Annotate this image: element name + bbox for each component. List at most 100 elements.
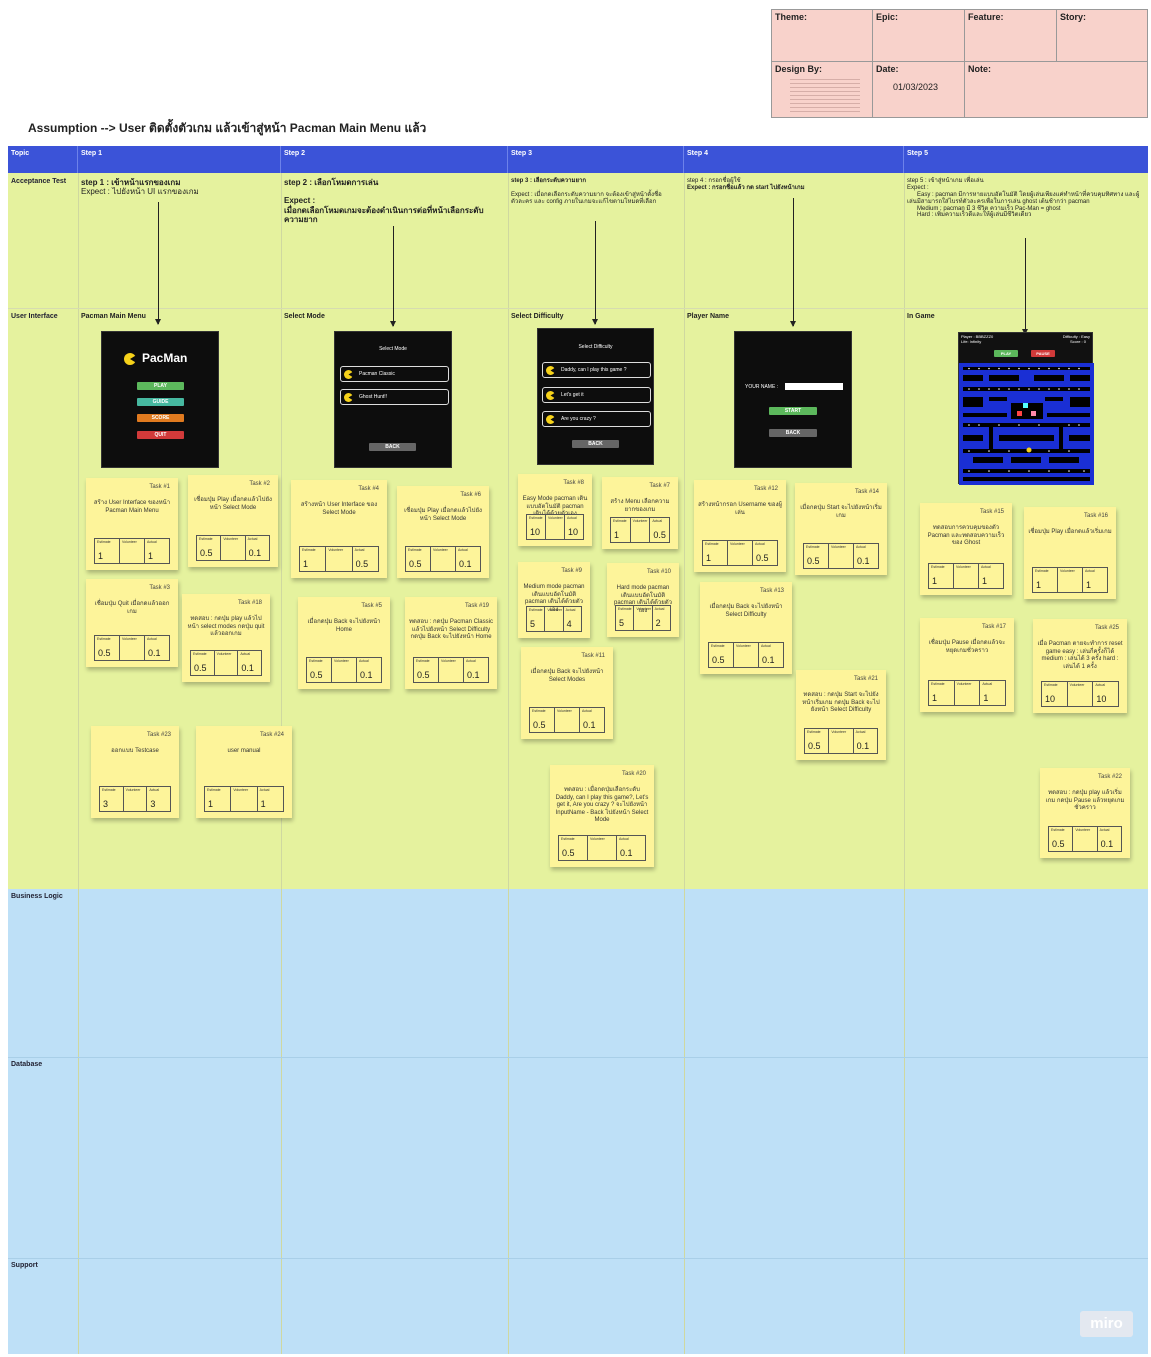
estimate-cell[interactable]: Volunteer (1073, 827, 1098, 851)
estimate-cell[interactable]: Volunteer (431, 547, 456, 571)
quit-button[interactable]: QUIT (137, 431, 184, 439)
back-button[interactable]: BACK (572, 440, 619, 448)
difficulty-hard-option[interactable]: Are you crazy ? (542, 411, 651, 427)
score-button[interactable]: SCORE (137, 414, 184, 422)
estimate-cell[interactable]: Volunteer (1068, 682, 1094, 706)
feature-cell[interactable]: Feature: (965, 10, 1057, 62)
estimate-cell[interactable]: Volunteer (326, 547, 353, 571)
player-name-mockup[interactable]: YOUR NAME : START BACK (734, 331, 852, 468)
estimate-cell[interactable]: Volunteer (829, 544, 854, 568)
guide-button[interactable]: GUIDE (137, 398, 184, 406)
estimate-cell[interactable]: Volunteer (734, 643, 759, 667)
date-cell[interactable]: Date: 01/03/2023 (873, 62, 965, 118)
back-button[interactable]: BACK (369, 443, 416, 451)
difficulty-easy-option[interactable]: Daddy, can I play this game ? (542, 362, 651, 378)
in-game-mockup[interactable]: Player : BBBZZZ0 Life: Infinity Difficul… (958, 332, 1094, 485)
game-pause-button[interactable]: PAUSE (1031, 350, 1055, 357)
estimate-cell[interactable]: Volunteer (555, 708, 580, 732)
design-by-cell[interactable]: Design By: (772, 62, 873, 118)
estimate-cell[interactable]: Volunteer (215, 651, 239, 675)
play-button[interactable]: PLAY (137, 382, 184, 390)
select-mode-mockup[interactable]: Select Mode Pacman Classic Ghost Hunt!! … (334, 331, 452, 468)
note-cell[interactable]: Note: (965, 62, 1148, 118)
theme-cell[interactable]: Theme: (772, 10, 873, 62)
estimate-cell[interactable]: Volunteer (231, 787, 258, 811)
miro-logo[interactable]: miro (1080, 1311, 1133, 1337)
acceptance-step-1[interactable]: step 1 : เข้าหน้าแรกของเกม Expect : ไปยั… (81, 178, 271, 196)
estimate-cell[interactable]: Volunteer (439, 658, 464, 682)
estimate-cell[interactable]: Volunteer (332, 658, 357, 682)
main-menu-mockup[interactable]: PacMan PLAY GUIDE SCORE QUIT (101, 331, 219, 468)
estimate-cell[interactable]: Volunteer (120, 539, 145, 563)
start-button[interactable]: START (769, 407, 817, 415)
acceptance-step-3[interactable]: step 3 : เลือกระดับความยาก Expect : เมื่… (511, 178, 669, 206)
story-cell[interactable]: Story: (1057, 10, 1148, 62)
estimate-cell[interactable]: Volunteer (728, 541, 753, 565)
estimate-cell[interactable]: Volunteer (221, 536, 246, 560)
estimate-cell[interactable]: Volunteer (954, 564, 979, 588)
name-input[interactable] (785, 383, 843, 390)
acceptance-step-4[interactable]: step 4 : กรอกชื่อผู้ใช้ Expect : กรอกชื่… (687, 178, 887, 192)
mode-option-pacman-classic[interactable]: Pacman Classic (340, 366, 449, 382)
mode-option-ghost-hunt[interactable]: Ghost Hunt!! (340, 389, 449, 405)
estimate-cell[interactable]: Volunteer (546, 515, 565, 539)
